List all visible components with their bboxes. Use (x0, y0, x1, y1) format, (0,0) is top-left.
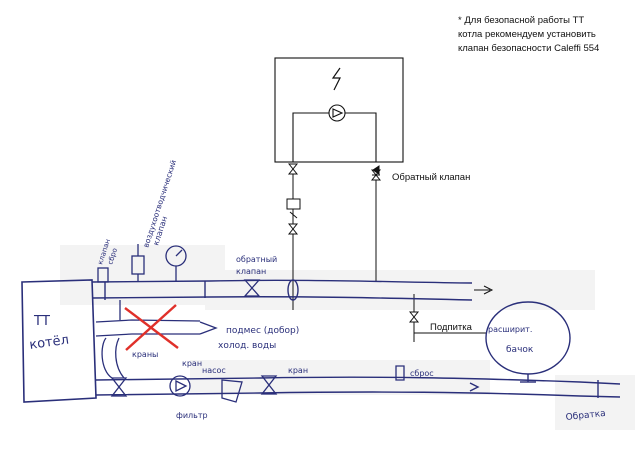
supply-pipe (91, 279, 473, 301)
makeup-valve (408, 311, 420, 323)
supply-check-valve-label-2: клапан (236, 267, 266, 276)
valve-single-label: кран (182, 359, 202, 368)
heat-exchanger-block (274, 57, 404, 163)
makeup-hand-label: подмес (добор) (226, 326, 299, 336)
return-pipe (95, 376, 621, 398)
lightning-icon (331, 67, 341, 91)
return-valves-icon (110, 365, 405, 397)
filter-label: фильтр (176, 411, 208, 420)
boiler-tt-label: ТТ (33, 314, 50, 329)
air-vent-icon (131, 244, 145, 282)
supply-check-valve-label: обратный (236, 255, 277, 264)
boiler-kotel-label: котёл (28, 333, 69, 353)
tap-right-label: кран (288, 366, 308, 375)
boiler (21, 279, 97, 403)
safety-note: * Для безопасной работы ТТ котла рекомен… (458, 14, 636, 56)
drain-label: сброс (410, 369, 434, 378)
makeup-hand-label-2: холод. воды (218, 341, 276, 351)
note-line-1: * Для безопасной работы ТТ (458, 15, 585, 26)
note-line-3: клапан безопасности Caleffi 554 (458, 43, 600, 54)
filter-icon (221, 379, 243, 403)
pump-label: насос (202, 366, 226, 375)
supply-check-valve-icon (243, 279, 261, 297)
note-line-2: котла рекомендуем установить (458, 29, 596, 40)
return-label: Обратка (565, 409, 606, 423)
valves-label: краны (132, 350, 158, 359)
printed-lines (292, 174, 494, 342)
crossed-out-mark (124, 304, 179, 351)
pressure-gauge-icon (165, 245, 187, 282)
pump-icon (169, 375, 191, 397)
makeup-label: Подпитка (430, 322, 473, 333)
expansion-tank (485, 301, 571, 383)
paper-patches (60, 245, 635, 430)
check-valve-label: Обратный клапан (392, 172, 470, 183)
safety-valve-icon (97, 267, 109, 283)
bypass-loop (95, 300, 218, 379)
valve-left-1 (287, 163, 299, 175)
check-valve-icon (370, 165, 382, 181)
expansion-label-2: бачок (506, 345, 534, 355)
expansion-label-1: расширит. (488, 325, 532, 334)
